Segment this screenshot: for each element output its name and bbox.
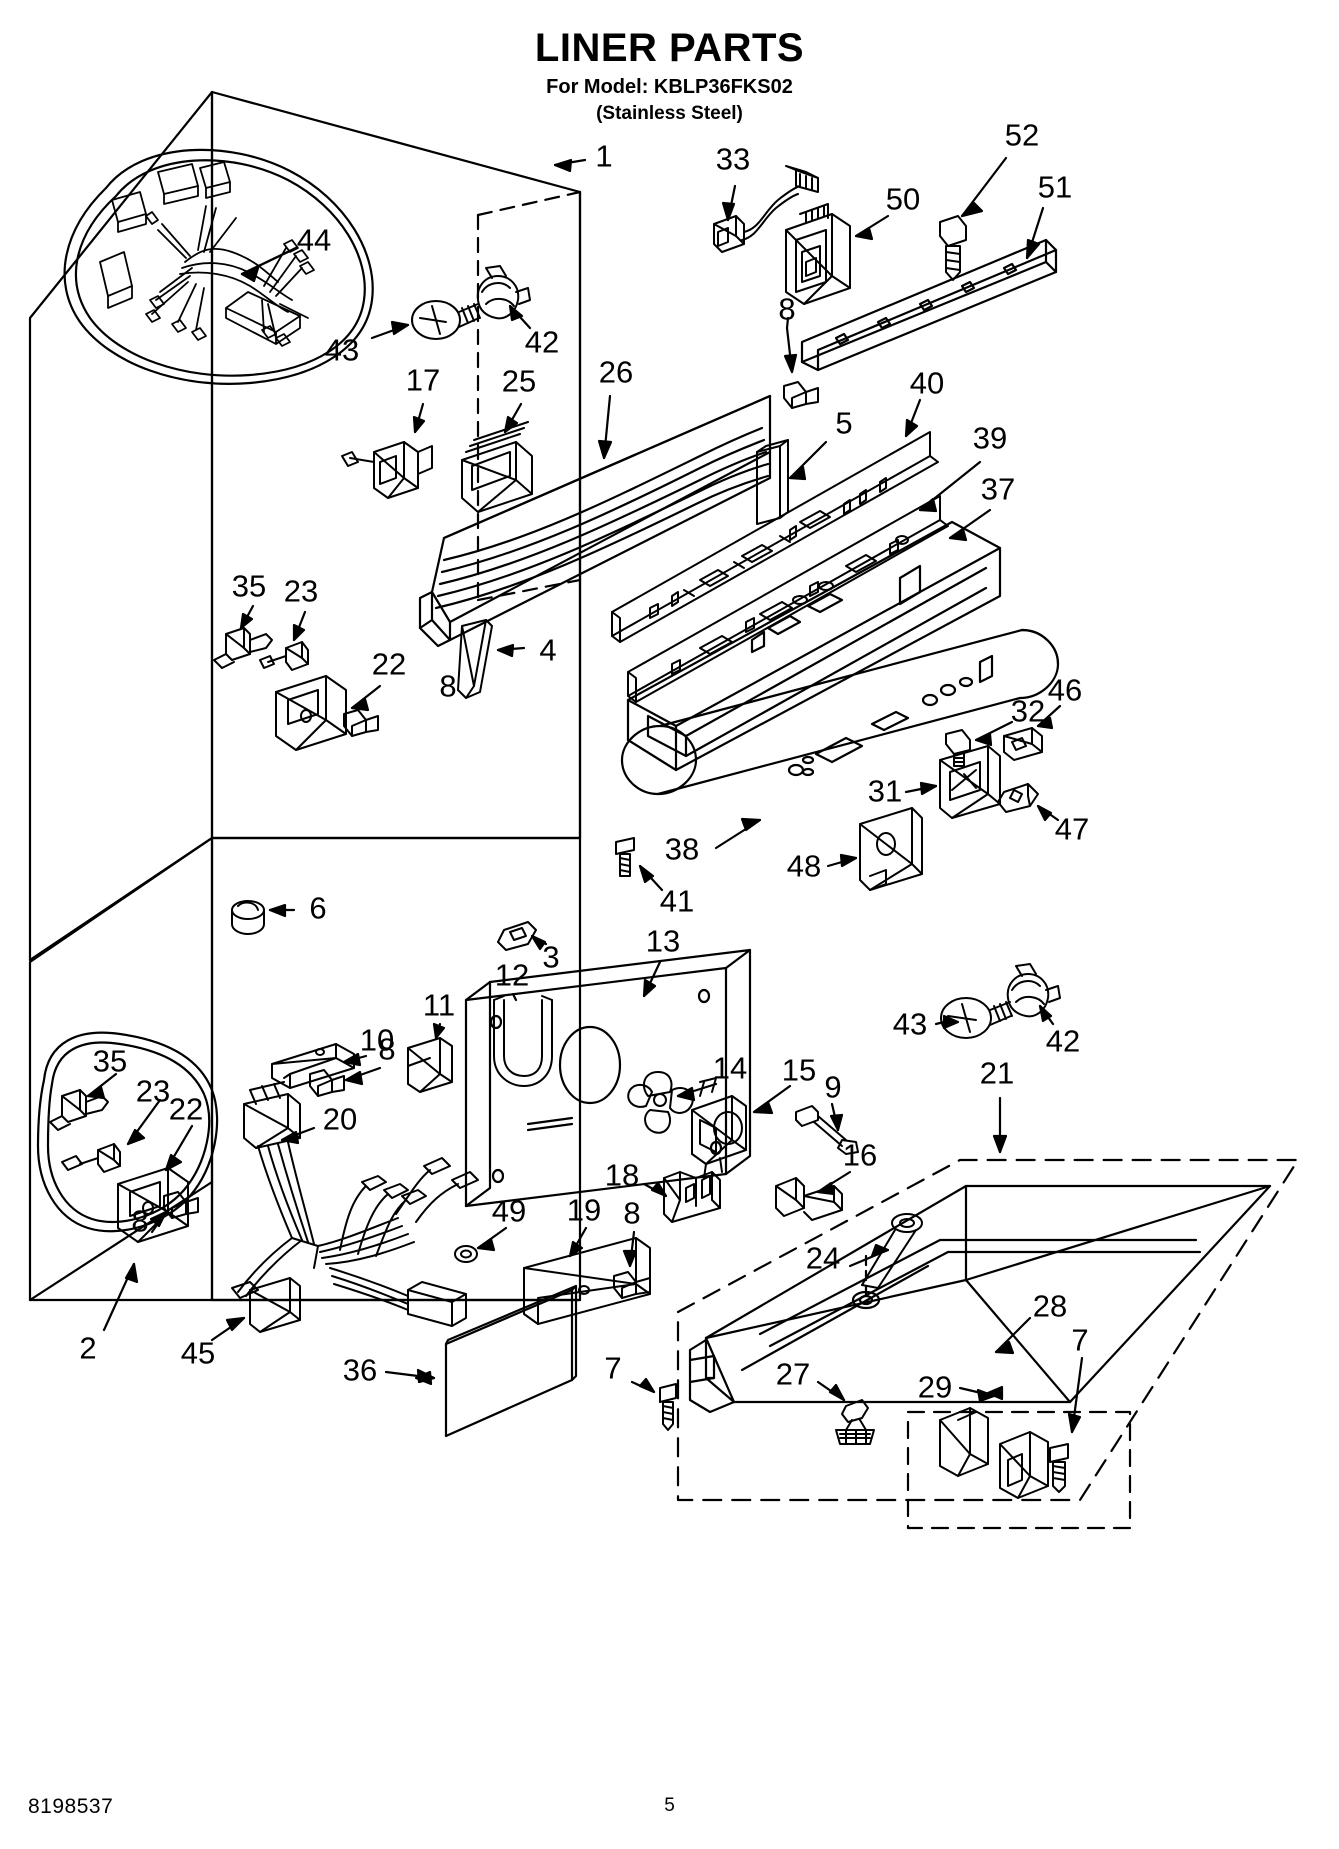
callout-number-19: 19	[566, 1192, 602, 1228]
page-title: LINER PARTS	[534, 26, 805, 70]
callout-number-18: 18	[604, 1157, 640, 1193]
callout-number-17: 17	[405, 362, 441, 398]
callout-number-10: 10	[359, 1022, 395, 1058]
callout-number-14: 14	[712, 1050, 748, 1086]
callout-number-8: 8	[623, 1195, 641, 1231]
callout-number-8: 8	[439, 668, 457, 704]
callout-number-29: 29	[917, 1369, 953, 1405]
callout-number-27: 27	[775, 1356, 811, 1392]
callout-number-9: 9	[824, 1069, 842, 1105]
callout-number-42: 42	[1045, 1023, 1081, 1059]
callout-number-44: 44	[296, 222, 332, 258]
callout-number-24: 24	[805, 1240, 841, 1276]
callout-number-3: 3	[542, 939, 560, 975]
callout-number-13: 13	[645, 923, 681, 959]
callout-number-40: 40	[909, 365, 945, 401]
callout-number-36: 36	[342, 1352, 378, 1388]
callout-number-22: 22	[371, 646, 407, 682]
callout-number-35: 35	[231, 568, 267, 604]
callout-number-49: 49	[491, 1193, 527, 1229]
page-footer: 8198537 5	[0, 1795, 1339, 1821]
callout-number-33: 33	[715, 141, 751, 177]
callout-number-26: 26	[598, 354, 634, 390]
finish-subtitle: (Stainless Steel)	[596, 103, 743, 124]
callout-number-31: 31	[867, 773, 903, 809]
callout-number-43: 43	[324, 332, 360, 368]
callout-number-38: 38	[664, 831, 700, 867]
callout-number-51: 51	[1037, 169, 1073, 205]
callout-number-32: 32	[1010, 693, 1046, 729]
callout-number-42: 42	[524, 324, 560, 360]
callout-number-8: 8	[778, 291, 796, 327]
publication-code: 8198537	[28, 1795, 114, 1818]
callout-number-12: 12	[494, 957, 530, 993]
callout-number-2: 2	[79, 1330, 97, 1366]
callout-number-16: 16	[842, 1137, 878, 1173]
callout-number-37: 37	[980, 471, 1016, 507]
callout-number-48: 48	[786, 848, 822, 884]
callout-number-50: 50	[885, 181, 921, 217]
callout-number-1: 1	[595, 138, 613, 174]
callout-number-8: 8	[378, 1031, 396, 1067]
callout-number-4: 4	[539, 632, 557, 668]
callout-number-46: 46	[1047, 672, 1083, 708]
callout-number-45: 45	[180, 1335, 216, 1371]
diagram-header: LINER PARTS For Model: KBLP36FKS02 (Stai…	[0, 28, 1339, 123]
model-subtitle: For Model: KBLP36FKS02	[546, 76, 793, 98]
callout-number-39: 39	[972, 420, 1008, 456]
callout-number-7: 7	[1071, 1322, 1089, 1358]
callout-number-6: 6	[309, 890, 327, 926]
page-number: 5	[664, 1795, 675, 1816]
callout-number-8: 8	[131, 1203, 149, 1239]
callout-number-21: 21	[979, 1055, 1015, 1091]
callout-number-20: 20	[322, 1101, 358, 1137]
callout-number-47: 47	[1054, 811, 1090, 847]
callout-number-41: 41	[659, 883, 695, 919]
callout-number-35: 35	[92, 1043, 128, 1079]
callout-number-28: 28	[1032, 1288, 1068, 1324]
callout-number-52: 52	[1004, 117, 1040, 153]
callout-number-22: 22	[168, 1091, 204, 1127]
callout-number-23: 23	[283, 573, 319, 609]
callout-number-25: 25	[501, 363, 537, 399]
callout-number-23: 23	[135, 1073, 171, 1109]
callout-number-15: 15	[781, 1052, 817, 1088]
callout-number-5: 5	[835, 405, 853, 441]
callout-number-7: 7	[604, 1350, 622, 1386]
callout-number-11: 11	[422, 987, 456, 1023]
callout-number-43: 43	[892, 1006, 928, 1042]
